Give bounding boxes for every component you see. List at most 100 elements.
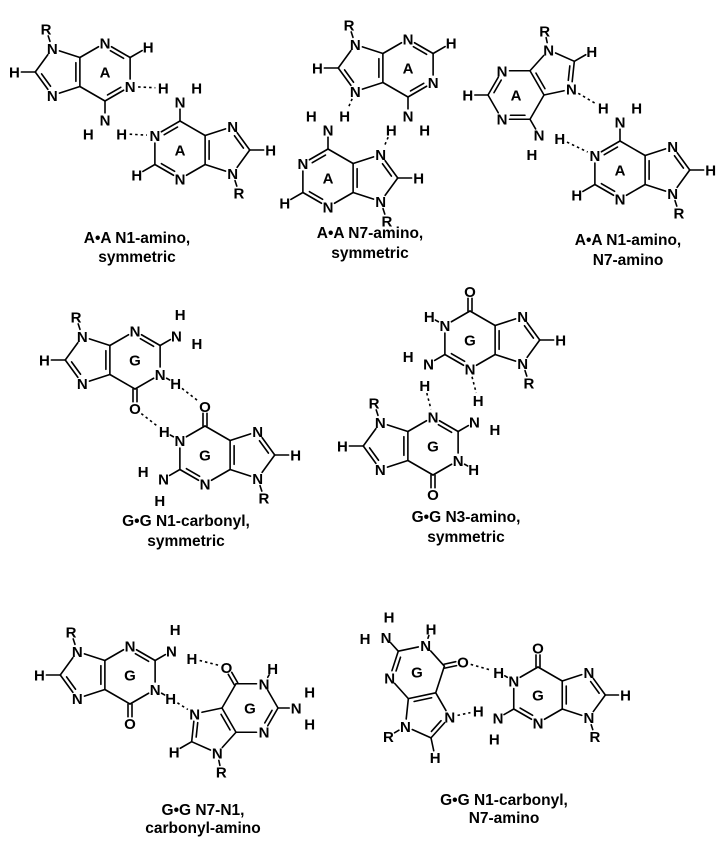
hydrogen-n1-bond [463, 463, 469, 467]
hydrogen-c8: H [9, 65, 20, 82]
amino-hydrogen: H [473, 703, 484, 720]
nitrogen-n1: N [453, 453, 464, 470]
nitrogen-n7: N [350, 84, 361, 101]
nitrogen-n7: N [375, 462, 386, 479]
amino-nitrogen-bond [457, 424, 470, 433]
amino-nitrogen: N [323, 123, 334, 140]
ring-bond [386, 459, 409, 468]
r-group-bond [674, 199, 678, 207]
ring-bond [413, 41, 434, 55]
carbonyl-oxygen: O [457, 655, 469, 672]
amino-hydrogen: H [386, 122, 397, 139]
ring-bond [229, 468, 252, 477]
ring-bond [407, 459, 434, 476]
ring-bond [362, 445, 377, 465]
caption-line2: N7-amino [469, 810, 540, 827]
hydrogen-n1-bond [434, 319, 440, 323]
nitrogen-n1: N [439, 318, 450, 335]
ring-bond [140, 333, 161, 347]
ring-bond [135, 648, 156, 662]
double-bond-line [450, 352, 466, 363]
nitrogen-n7: N [517, 309, 528, 326]
double-bond-line [523, 324, 535, 339]
amino-nitrogen: N [403, 108, 414, 125]
ring-bond [561, 673, 583, 682]
ring-bond [333, 191, 354, 205]
r-group-bond [524, 369, 528, 377]
base-letter: A [100, 65, 111, 82]
nitrogen-n1: N [174, 433, 185, 450]
hydrogen-bond [129, 133, 147, 136]
ring-bond [58, 50, 81, 59]
hydrogen-c2: H [462, 87, 473, 104]
base-letter: G [427, 439, 439, 456]
amino-hydrogen: H [631, 101, 642, 118]
amino-nitrogen: N [493, 711, 504, 728]
double-bond-line [589, 680, 600, 695]
base-letter: A [403, 61, 414, 78]
double-bond-line [258, 439, 270, 454]
hydrogen-c8: H [169, 744, 180, 761]
double-bond-line [311, 154, 327, 164]
nitrogen-n7: N [189, 706, 200, 723]
nitrogen-n3: N [130, 324, 141, 341]
ring-bond [619, 140, 646, 157]
r-group-bond [47, 35, 51, 43]
nitrogen-n7: N [566, 82, 577, 99]
ring-bond [327, 148, 354, 165]
amino-nitrogen-bond [154, 653, 167, 662]
nitrogen-n1: N [420, 638, 431, 655]
ring-bond [362, 427, 377, 447]
ring-bond [64, 359, 79, 379]
hydrogen-c8: H [586, 44, 597, 61]
ring-bond [676, 151, 691, 171]
hydrogen-bond [457, 711, 471, 717]
ring-bond [554, 52, 576, 63]
ring-bond [519, 666, 539, 679]
amino-nitrogen: N [166, 644, 177, 661]
ring-bond [236, 131, 251, 151]
amino-hydrogen: H [304, 684, 315, 701]
caption-aa-n7-amino-symmetric: A•A N7-amino, symmetric [317, 225, 423, 262]
ring-bond [543, 708, 564, 721]
ring-bond [201, 707, 223, 714]
carbonyl-oxygen: O [124, 716, 136, 733]
ring-bond [386, 424, 409, 433]
ring-bond [432, 463, 453, 476]
double-bond-line [195, 721, 199, 738]
carbonyl-oxygen: O [464, 284, 476, 301]
ring-bond [88, 373, 111, 382]
nitrogen-n3: N [323, 200, 334, 217]
hydrogen-c8-bond [179, 740, 193, 750]
hydrogen-n1: H [159, 424, 170, 441]
ring-bond [391, 650, 400, 672]
ring-bond [450, 310, 471, 323]
nitrogen-n9: N [517, 356, 528, 373]
ring-bond [179, 120, 206, 137]
hydrogen-bond [140, 412, 159, 428]
nitrogen-n3: N [403, 32, 414, 49]
ring-bond [592, 694, 607, 713]
r-group-bond [393, 729, 400, 734]
ring-bond [434, 665, 446, 694]
r-group-bond [218, 759, 221, 767]
ring-bond [397, 646, 420, 652]
hydrogen-n1-bond [169, 434, 175, 438]
nitrogen-n9: N [227, 166, 238, 183]
caption-gg-n1-carbonyl-symmetric: G•G N1-carbonyl, symmetric [122, 513, 250, 550]
nitrogen-n7: N [47, 88, 58, 105]
nitrogen-n3: N [200, 477, 211, 494]
hydrogen-n1: H [493, 665, 504, 682]
double-bond-line [343, 69, 355, 84]
ring-bond [221, 731, 237, 749]
carbonyl-oxygen: O [532, 640, 544, 657]
nitrogen-n3: N [428, 410, 439, 427]
